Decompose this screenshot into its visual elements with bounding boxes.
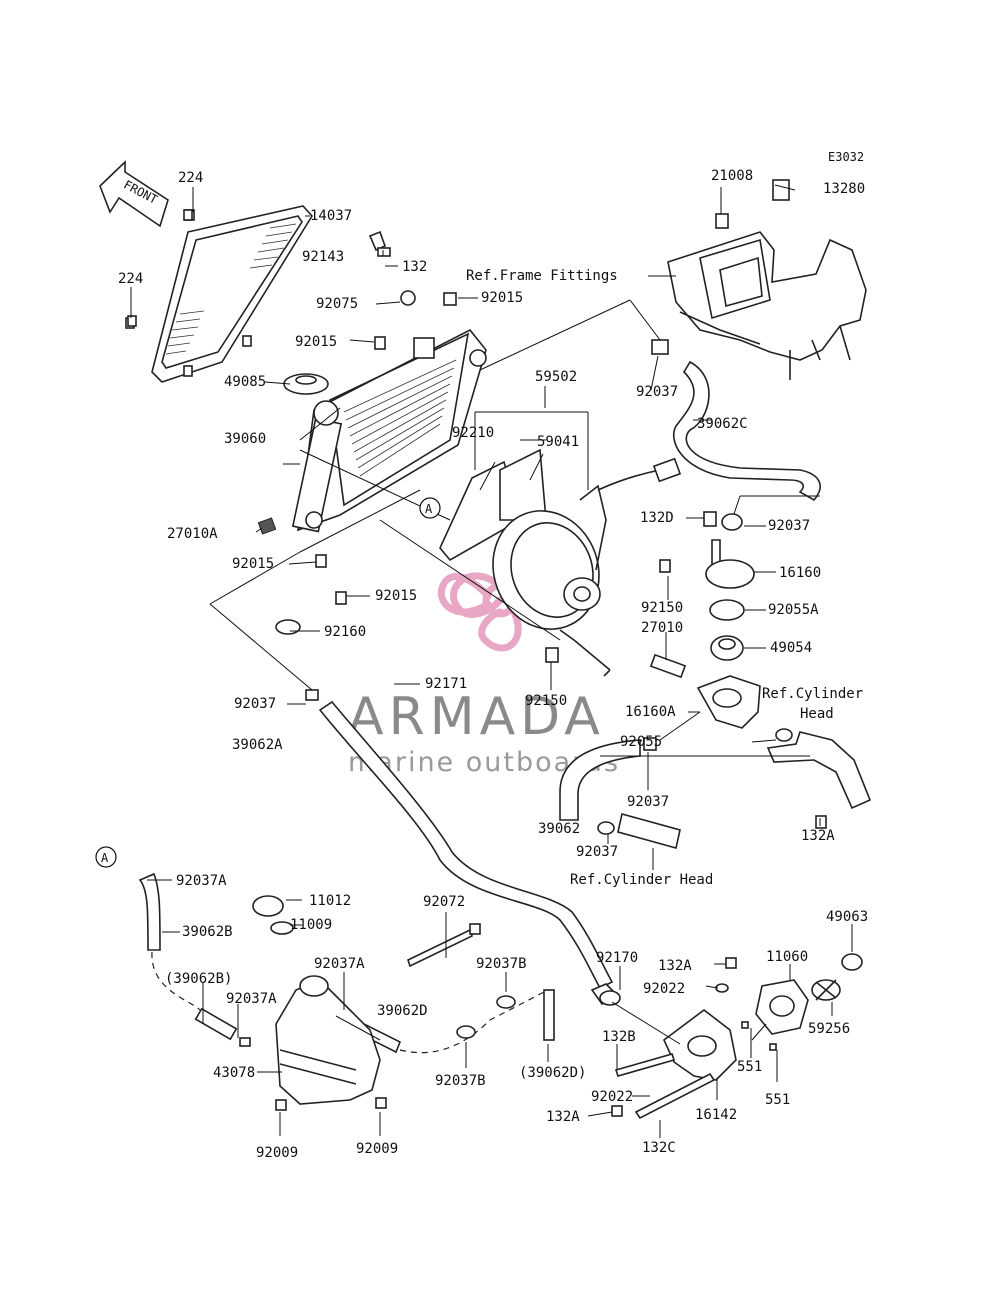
part-label: 92037: [636, 384, 678, 400]
thermostat-assembly-drawing: [649, 511, 872, 829]
part-label: 92072: [423, 894, 465, 910]
part-label: 132A: [658, 958, 692, 974]
part-label: 92037A: [226, 991, 277, 1007]
part-label: 49085: [224, 374, 266, 390]
part-label: 39062C: [697, 416, 748, 432]
fasteners-drawing: [127, 209, 457, 701]
part-label: 92022: [591, 1089, 633, 1105]
part-label: 14037: [310, 208, 352, 224]
ref-frame-fittings: Ref.Frame Fittings: [466, 268, 618, 284]
radiator-core-drawing: [291, 328, 487, 533]
part-label: 16142: [695, 1107, 737, 1123]
part-label: 551: [737, 1059, 762, 1075]
part-number-labels: 21008 13280 224 14037 132 92143 92015 92075 224 9…: [118, 168, 868, 1161]
part-label: 92075: [316, 296, 358, 312]
part-label: 92037: [576, 844, 618, 860]
part-label: 92210: [452, 425, 494, 441]
part-label: 92037: [768, 518, 810, 534]
part-label: 551: [765, 1092, 790, 1108]
part-label: 92022: [643, 981, 685, 997]
part-label: 49054: [770, 640, 812, 656]
hose-39062A-drawing: [318, 700, 614, 990]
part-label: 11009: [290, 917, 332, 933]
part-label: 92037: [627, 794, 669, 810]
part-label: 11012: [309, 893, 351, 909]
callout-marker-lower-label: A: [101, 851, 109, 865]
fan-motor-drawing: [439, 448, 682, 677]
part-label: 27010A: [167, 526, 218, 542]
ref-cylinder-head-1-line2: Head: [800, 706, 834, 722]
part-label: 13280: [823, 181, 865, 197]
part-label: 39062: [538, 821, 580, 837]
part-label: 59041: [537, 434, 579, 450]
tie-strap-drawing: [407, 923, 481, 968]
part-label: 49063: [826, 909, 868, 925]
part-label: 92015: [481, 290, 523, 306]
part-label: 132B: [602, 1029, 636, 1045]
callout-marker-upper: A: [419, 497, 441, 519]
part-label: 92150: [641, 600, 683, 616]
frame-fittings-drawing: [651, 179, 867, 380]
ref-cylinder-head-1: Ref.Cylinder: [762, 686, 863, 702]
part-label: 92015: [375, 588, 417, 604]
part-label: 132C: [642, 1140, 676, 1156]
part-label: 132A: [546, 1109, 580, 1125]
part-label: 92009: [256, 1145, 298, 1161]
part-label: 224: [178, 170, 203, 186]
part-label: 39062D: [377, 1003, 428, 1019]
part-label: 92037B: [476, 956, 527, 972]
ref-cylinder-head-2: Ref.Cylinder Head: [570, 872, 713, 888]
part-label: 21008: [711, 168, 753, 184]
label-leaders: [130, 184, 853, 1138]
part-label: 92037B: [435, 1073, 486, 1089]
part-label: 59502: [535, 369, 577, 385]
part-label: 132D: [640, 510, 674, 526]
front-arrow-icon: FRONT: [99, 160, 169, 228]
part-label: 132: [402, 259, 427, 275]
hose-39062-drawing: [559, 737, 681, 849]
part-label: 92037A: [176, 873, 227, 889]
part-label: 92015: [232, 556, 274, 572]
part-label: 92160: [324, 624, 366, 640]
part-label: 92037: [234, 696, 276, 712]
part-label: 92015: [295, 334, 337, 350]
part-label: 224: [118, 271, 143, 287]
part-label: 16160A: [625, 704, 676, 720]
part-label: 59256: [808, 1021, 850, 1037]
part-label: (39062B): [165, 971, 232, 987]
watermark-brand: ARMADA: [348, 687, 605, 747]
part-label: 92170: [596, 950, 638, 966]
part-label: 16160: [779, 565, 821, 581]
part-label: 39060: [224, 431, 266, 447]
callout-marker-lower: A: [95, 846, 117, 868]
part-label: 92150: [525, 693, 567, 709]
water-pump-drawing: [590, 953, 863, 1120]
part-label: 39062A: [232, 737, 283, 753]
part-label: (39062D): [519, 1065, 586, 1081]
radiator-screen-drawing: [125, 205, 313, 383]
part-label: 92009: [356, 1141, 398, 1157]
callout-marker-upper-label: A: [425, 502, 433, 516]
part-label: 27010: [641, 620, 683, 636]
part-label: 92055A: [768, 602, 819, 618]
part-label: 92055: [620, 734, 662, 750]
part-label: 43078: [213, 1065, 255, 1081]
radiator-cap-drawing: [283, 373, 329, 395]
part-label: 39062B: [182, 924, 233, 940]
part-label: 92171: [425, 676, 467, 692]
part-label: 11060: [766, 949, 808, 965]
part-label: 92037A: [314, 956, 365, 972]
part-label: 92143: [302, 249, 344, 265]
guide-lines: [209, 299, 820, 1045]
reserve-tank-drawing: [239, 895, 387, 1111]
diagram-code: E3032: [828, 150, 864, 164]
part-label: 132A: [801, 828, 835, 844]
